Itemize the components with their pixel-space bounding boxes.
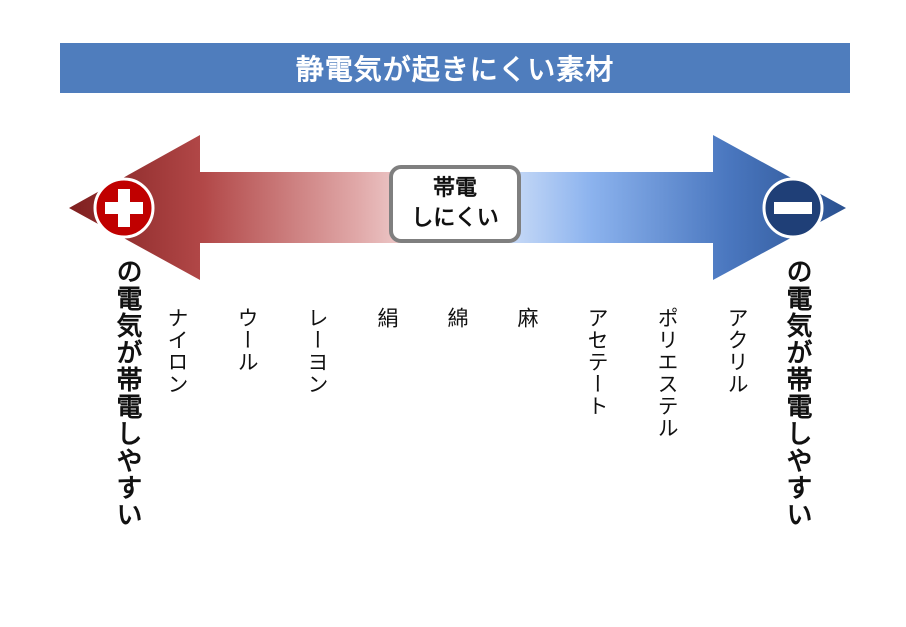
material-wool: ウール (235, 307, 259, 373)
material-acrylic: アクリル (725, 307, 749, 395)
center-label-line2: しにくい (411, 206, 499, 231)
material-acetate: アセテート (585, 307, 609, 417)
material-polyester: ポリエステル (655, 307, 679, 439)
material-silk: 絹 (375, 307, 399, 329)
plus-icon (93, 177, 155, 239)
material-linen: 麻 (515, 307, 539, 329)
left-arrow (69, 135, 453, 280)
title-bar: 静電気が起きにくい素材 (60, 43, 850, 93)
material-rayon: レーヨン (305, 307, 329, 395)
center-label-line1: 帯電 (432, 176, 477, 201)
right-side-label: の電気が帯電しやすい (782, 258, 812, 528)
center-label-box: 帯電 しにくい (389, 165, 521, 243)
page-title: 静電気が起きにくい素材 (295, 53, 615, 86)
material-cotton: 綿 (445, 307, 469, 329)
material-nylon: ナイロン (165, 307, 189, 395)
left-side-label: の電気が帯電しやすい (112, 258, 142, 528)
right-arrow (453, 135, 846, 280)
minus-icon (762, 177, 824, 239)
